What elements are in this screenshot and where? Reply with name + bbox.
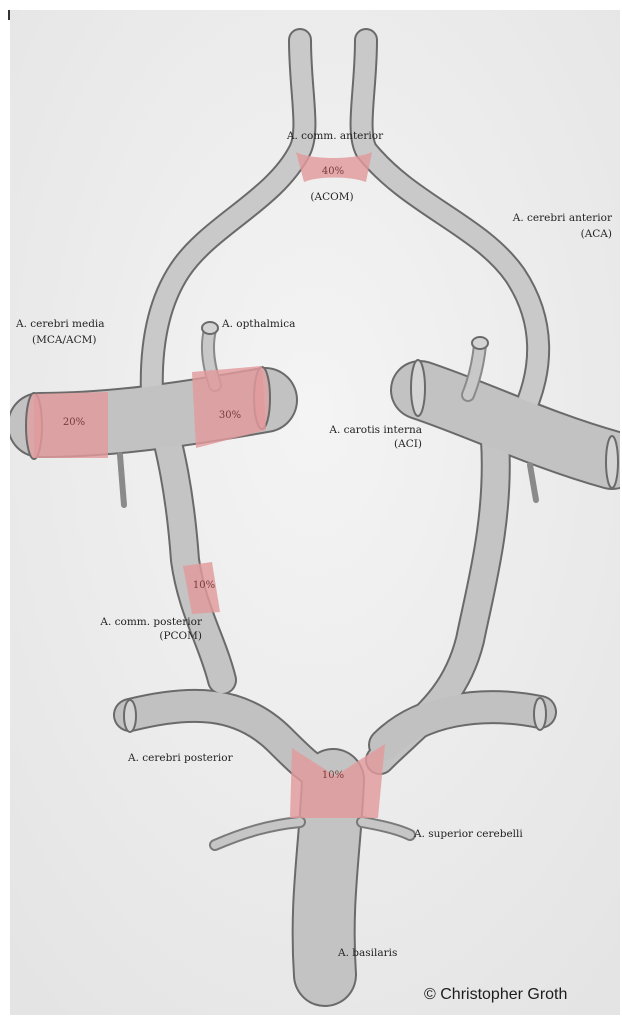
pca-left-opening [124,700,136,732]
aca-label: A. cerebri anterior [470,212,612,224]
ica-abbr-label: (ACI) [352,438,422,450]
mca-label: A. cerebri media [16,318,105,330]
acom-percent: 40% [322,166,344,177]
ica-label: A. carotis interna [292,424,422,436]
sca-label: A. superior cerebelli [414,828,523,840]
mca-percent: 20% [63,417,85,428]
vessel-diagram: 40% 20% 30% 10% 10% [10,10,620,1015]
ica-opening-far-right [606,436,618,488]
pcom-abbr-label: (PCOM) [132,630,202,642]
pcom-label: A. comm. posterior [60,616,202,628]
pca-right-opening [534,698,546,730]
aca-abbr-label: (ACA) [520,228,612,240]
right-ophthalmic-opening [472,337,488,349]
ica-percent: 30% [219,410,241,421]
basilar-tip-percent: 10% [322,770,344,781]
ophthalmic-label: A. opthalmica [222,318,295,330]
acom-label: A. comm. anterior [275,130,395,142]
copyright-credit: © Christopher Groth [424,986,567,1004]
pca-label: A. cerebri posterior [128,752,233,764]
paper-background: 40% 20% 30% 10% 10% [10,10,620,1015]
ica-opening-right [411,360,425,416]
pcom-percent: 10% [193,580,215,591]
mca-abbr-label: (MCA/ACM) [32,334,96,346]
ophthalmic-opening [202,322,218,334]
basilar-label: A. basilaris [338,947,397,959]
acom-abbr-label: (ACOM) [292,191,372,203]
